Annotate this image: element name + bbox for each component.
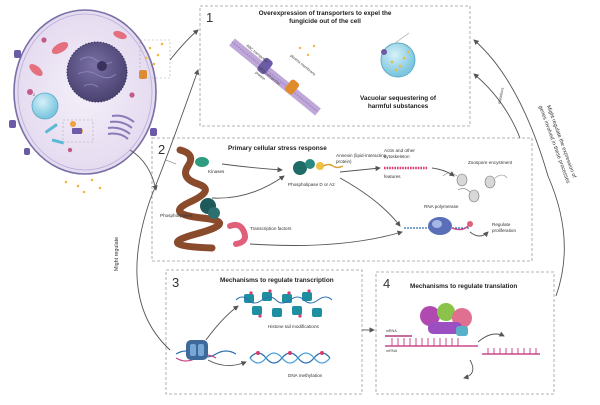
cell-marker-2: 2 xyxy=(33,93,35,97)
panel-4: 4 Mechanisms to regulate translation siR… xyxy=(375,271,555,395)
vacuole-title-line1: Vacuolar sequestering of xyxy=(360,95,437,102)
connector-arrows xyxy=(129,29,565,351)
panel-1-title-line1: Overexpression of transporters to expel … xyxy=(259,10,392,17)
plasma-membrane-segment xyxy=(229,38,321,116)
annexin-label-line1: Annexin (lipid-interacting xyxy=(336,153,387,158)
mutations-label: mutations xyxy=(497,87,504,104)
panel-1: 1 Overexpression of transporters to expe… xyxy=(199,5,471,127)
panel-3-frame xyxy=(165,269,363,395)
zoospore-label: Zoospore encystment xyxy=(468,160,513,165)
panel-2-title: Primary cellular stress response xyxy=(228,145,327,152)
golgi-icon xyxy=(107,114,135,140)
kinases-label: Kinases xyxy=(208,169,225,174)
sirna-label: siRNA xyxy=(386,329,397,333)
panel-4-title: Mechanisms to regulate translation xyxy=(410,283,517,290)
mrna-label: mRNA xyxy=(386,349,398,353)
phospholipases-label: Phospholipases xyxy=(160,213,193,218)
panel-1-frame xyxy=(199,5,471,127)
histone-label: Histone tail modifications xyxy=(268,324,320,329)
annexin-label-line2: protein) xyxy=(336,159,352,164)
panel-2: 2 Primary cellular stress response Kinas… xyxy=(151,137,533,262)
panel-1-title-line2: fungicide out of the cell xyxy=(289,18,361,25)
vacuole-title-line2: harmful substances xyxy=(368,103,429,110)
cell-illustration: 2 xyxy=(9,9,171,194)
panel-1-number: 1 xyxy=(206,10,213,25)
vacuole-icon xyxy=(380,42,416,78)
nucleus-icon xyxy=(67,42,127,102)
zoom-box-2 xyxy=(62,119,94,143)
panel-3: 3 Mechanisms to regulate transcription H… xyxy=(165,269,363,395)
panel-4-number: 4 xyxy=(383,276,390,291)
cell-vacuole-icon xyxy=(31,92,59,120)
transcription-factors-label: Transcription factors xyxy=(250,226,292,231)
mfs-transporter-label-line2: protein xyxy=(254,71,266,81)
zoom-box-1 xyxy=(139,39,171,79)
abc-transporter-icon xyxy=(257,57,273,75)
panel-3-number: 3 xyxy=(172,275,179,290)
mfs-transporter-icon xyxy=(284,79,300,95)
mrna-strand xyxy=(385,335,478,347)
might-regulate-label: Might regulate xyxy=(114,237,120,271)
phospholipase-d-label: Phospholipase D or A2 xyxy=(288,182,335,187)
zoospore-icons xyxy=(456,173,496,203)
chromatin-remodeler-icon xyxy=(186,340,208,360)
actin-label-line1: Actin and other xyxy=(384,148,415,153)
actin-label-line2: cytoskeleton xyxy=(384,154,410,159)
dna-helix-icon xyxy=(249,351,331,364)
fungicide-particles xyxy=(64,42,164,194)
signaling-protein-chain xyxy=(173,146,223,252)
ribosome-complex-icon xyxy=(420,303,472,336)
rna-polymerase-label: RNA polymerase xyxy=(424,204,459,209)
membrane-transporter-icon xyxy=(139,70,147,79)
transcription-factor-icon xyxy=(227,221,248,247)
panel-3-title: Mechanisms to regulate transcription xyxy=(220,277,334,284)
nucleosome-icons xyxy=(235,289,333,318)
kinase-icon xyxy=(195,157,209,167)
panel-2-frame xyxy=(151,137,533,262)
regulate-label-line1: Regulate xyxy=(492,222,511,227)
cleaved-mrna-fragments xyxy=(482,348,540,355)
actin-label-line3: features xyxy=(384,174,401,179)
mitochondrion-icon xyxy=(51,42,69,54)
dna-methylation-label: DNA methylation xyxy=(288,373,323,378)
regulate-label-line2: proliferation xyxy=(492,228,516,233)
panel-2-number: 2 xyxy=(158,142,165,157)
